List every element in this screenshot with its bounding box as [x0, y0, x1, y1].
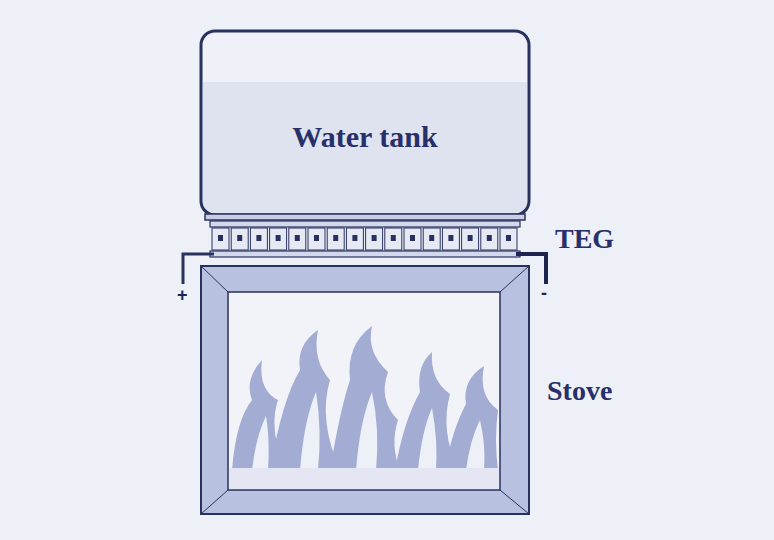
teg-junction [372, 235, 377, 241]
teg-junction [276, 235, 281, 241]
stove-frame [201, 266, 529, 514]
teg-top-plate [210, 221, 520, 227]
teg-bottom-plate [210, 251, 520, 257]
tank-water [203, 82, 527, 213]
teg-junction [487, 235, 492, 241]
teg-cell [346, 228, 363, 250]
teg-junction [333, 235, 338, 241]
water-tank-box: Water tank [201, 31, 529, 215]
teg-junction [295, 235, 300, 241]
teg-cell [385, 228, 402, 250]
negative-terminal: - [541, 283, 547, 304]
positive-terminal: + [177, 285, 188, 306]
tank-air [201, 31, 529, 215]
node-label: TEG [555, 223, 614, 255]
stove-chamber [228, 292, 500, 490]
teg-junction [391, 235, 396, 241]
teg-cell [404, 228, 421, 250]
teg-cell [423, 228, 440, 250]
teg-module: TEG [210, 221, 520, 257]
teg-cell [212, 228, 229, 250]
teg-cell [500, 228, 517, 250]
stove-box: Stove [201, 266, 529, 514]
node-label: Stove [547, 375, 612, 407]
teg-junction [256, 235, 261, 241]
node-title: Water tank [292, 120, 437, 154]
tank-outline [201, 31, 529, 215]
teg-cell [231, 228, 248, 250]
teg-junction [314, 235, 319, 241]
stove-floor [229, 468, 499, 489]
tank-base [205, 214, 525, 220]
teg-cell [366, 228, 383, 250]
frame-corner [500, 266, 529, 292]
teg-cells [212, 228, 517, 250]
teg-cell [481, 228, 498, 250]
teg-cell [270, 228, 287, 250]
frame-corner [500, 490, 529, 514]
teg-junction [448, 235, 453, 241]
flames [232, 326, 498, 470]
teg-junction [506, 235, 511, 241]
teg-junction [468, 235, 473, 241]
teg-cell [289, 228, 306, 250]
frame-corner [201, 266, 228, 292]
teg-junction [352, 235, 357, 241]
teg-cell [462, 228, 479, 250]
teg-cell [308, 228, 325, 250]
flame-highlights [252, 392, 485, 470]
teg-cell [250, 228, 267, 250]
teg-junction [410, 235, 415, 241]
frame-corner [201, 490, 228, 514]
teg-cell [327, 228, 344, 250]
teg-junction [429, 235, 434, 241]
teg-cell [442, 228, 459, 250]
teg-junction [237, 235, 242, 241]
teg-junction [218, 235, 223, 241]
